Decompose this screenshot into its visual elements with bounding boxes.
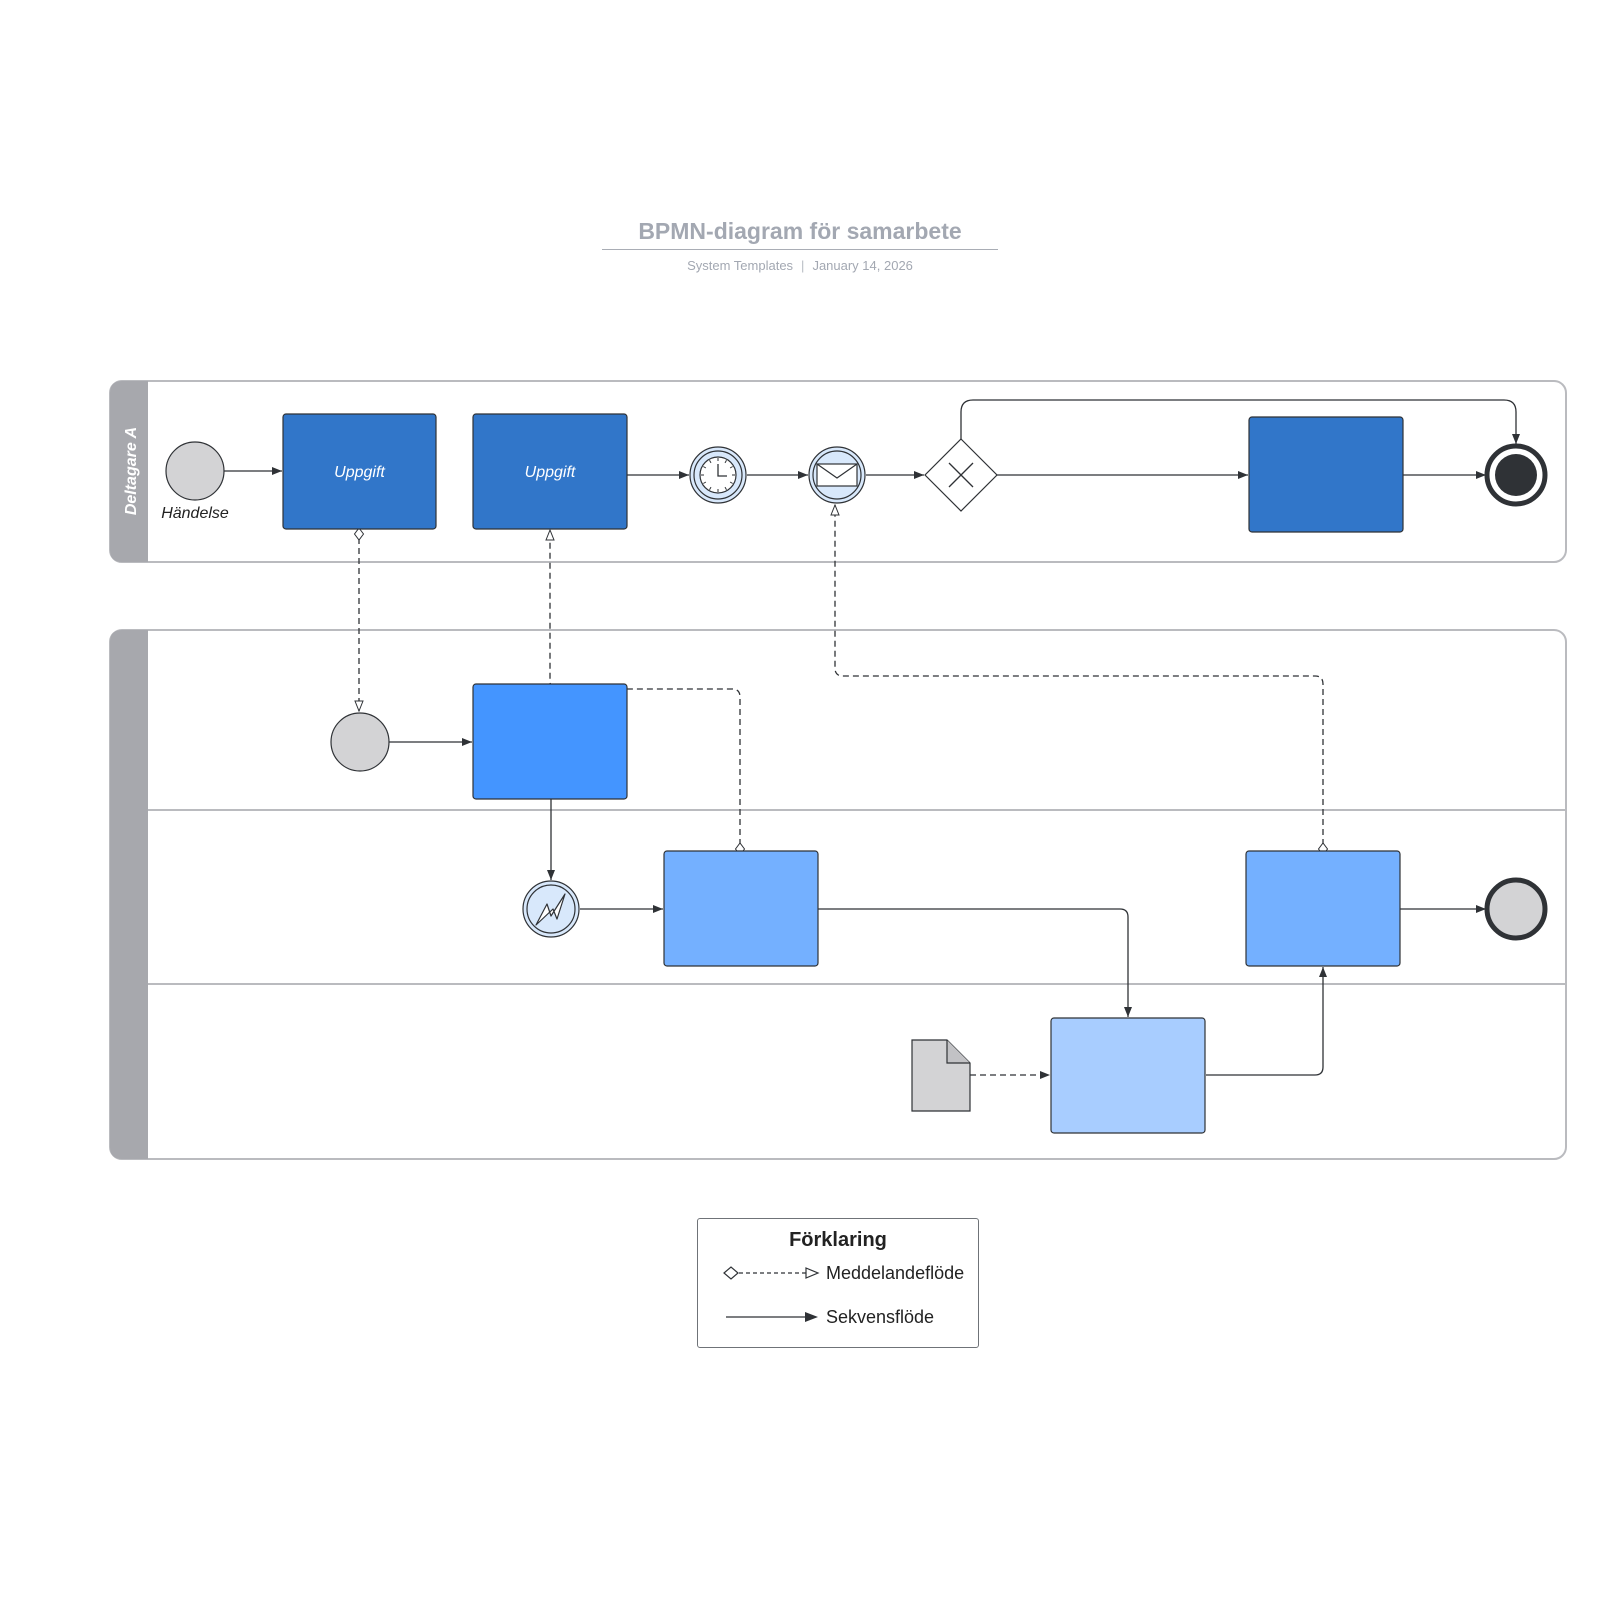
- meta-separator: |: [801, 258, 805, 273]
- sequence-flow: [960, 399, 1520, 444]
- end-event-a[interactable]: [1484, 443, 1548, 507]
- author-label: System Templates: [687, 258, 794, 273]
- message-flow-legend-icon: [723, 1266, 820, 1280]
- task-b1[interactable]: [472, 683, 628, 800]
- task-b2[interactable]: [663, 850, 819, 967]
- legend-message-flow-label: Meddelandeflöde: [826, 1263, 965, 1283]
- sequence-flows: [224, 399, 1520, 1076]
- signal-event[interactable]: [522, 880, 580, 938]
- lightning-icon: [535, 893, 566, 926]
- message-flow: [835, 505, 1323, 855]
- start-event-label: Händelse: [161, 505, 229, 522]
- sequence-flow: [817, 908, 1132, 1017]
- legend-sequence-flow-label: Sekvensflöde: [826, 1307, 935, 1327]
- clock-icon: [699, 456, 737, 494]
- start-event-a[interactable]: [165, 441, 225, 501]
- timer-event[interactable]: [689, 446, 747, 504]
- diagram-header: BPMN-diagram för samarbete System Templa…: [0, 218, 1600, 273]
- diagram-meta: System Templates | January 14, 2026: [0, 258, 1600, 273]
- task-a3[interactable]: [1248, 416, 1404, 533]
- message-event[interactable]: [808, 446, 866, 504]
- task-a2[interactable]: [472, 413, 628, 530]
- x-icon: [948, 462, 974, 488]
- data-object[interactable]: [911, 1039, 971, 1112]
- pool-b-header: [110, 630, 148, 1159]
- envelope-icon: [816, 463, 858, 487]
- task-a2-label: Uppgift: [525, 464, 576, 481]
- task-a1[interactable]: [282, 413, 437, 530]
- pool-a-label: Deltagare A: [123, 427, 140, 515]
- legend-title: Förklaring: [789, 1229, 887, 1251]
- exclusive-gateway[interactable]: [924, 438, 998, 512]
- page-title: BPMN-diagram för samarbete: [602, 218, 998, 250]
- sequence-flow-legend-icon: [726, 1312, 818, 1322]
- end-event-b[interactable]: [1484, 877, 1548, 941]
- date-label: January 14, 2026: [812, 258, 913, 273]
- task-b3[interactable]: [1245, 850, 1401, 967]
- pool-a-header: [110, 381, 148, 562]
- task-b4[interactable]: [1050, 1017, 1206, 1134]
- sequence-flow: [1206, 967, 1327, 1076]
- start-event-b[interactable]: [330, 712, 390, 772]
- task-a1-label: Uppgift: [334, 464, 385, 481]
- legend: Förklaring Meddelandeflöde Sekvensflöde: [697, 1218, 979, 1348]
